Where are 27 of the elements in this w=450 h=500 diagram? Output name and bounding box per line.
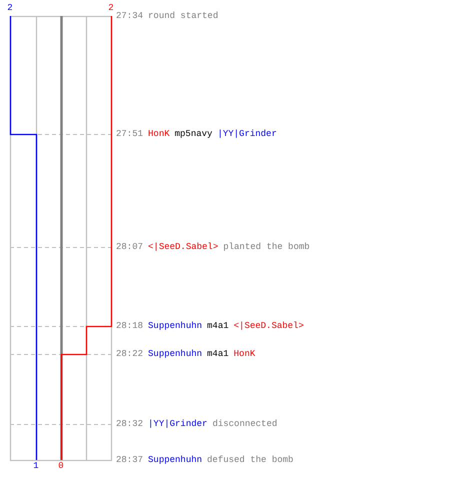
player-name: Suppenhuhn bbox=[148, 349, 202, 359]
team-count: 2 bbox=[108, 3, 114, 13]
event-time: 28:37 bbox=[116, 455, 144, 465]
event-time: 28:32 bbox=[116, 419, 144, 429]
team-count: 2 bbox=[7, 3, 13, 13]
event-text: defused the bomb bbox=[207, 455, 294, 465]
weapon-name: m4a1 bbox=[207, 349, 229, 359]
player-name: <|SeeD.Sabel> bbox=[148, 242, 218, 252]
player-name: <|SeeD.Sabel> bbox=[234, 321, 304, 331]
player-name: HonK bbox=[234, 349, 256, 359]
event-text: planted the bomb bbox=[223, 242, 310, 252]
weapon-name: mp5navy bbox=[174, 129, 212, 139]
event-time: 28:07 bbox=[116, 242, 144, 252]
event-time: 28:22 bbox=[116, 349, 144, 359]
event-time: 27:51 bbox=[116, 129, 144, 139]
player-name: |YY|Grinder bbox=[217, 129, 277, 139]
player-name: HonK bbox=[148, 129, 170, 139]
event-time: 28:18 bbox=[116, 321, 144, 331]
event-time: 27:34 bbox=[116, 11, 144, 21]
player-name: Suppenhuhn bbox=[148, 455, 202, 465]
weapon-name: m4a1 bbox=[207, 321, 229, 331]
event-text: round started bbox=[148, 11, 218, 21]
player-name: |YY|Grinder bbox=[148, 419, 208, 429]
team-count: 1 bbox=[33, 461, 39, 471]
event-text: disconnected bbox=[212, 419, 278, 429]
team-count: 0 bbox=[58, 461, 64, 471]
player-name: Suppenhuhn bbox=[148, 321, 202, 331]
